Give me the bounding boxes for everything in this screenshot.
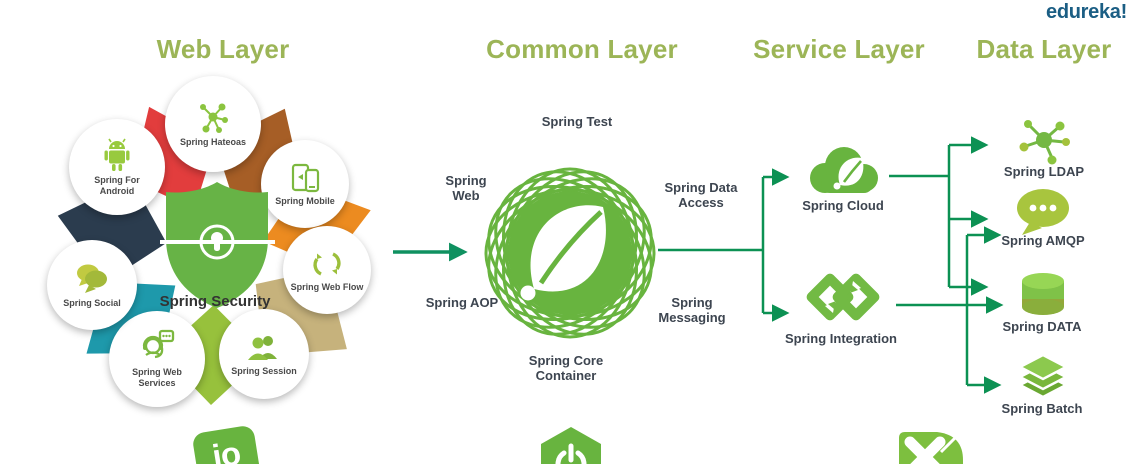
label-spring-cloud: Spring Cloud [802, 198, 884, 213]
node-spring-web-flow: Spring Web Flow [283, 226, 371, 314]
node-label: Spring For Android [94, 175, 140, 196]
spring-io-label: io [209, 434, 243, 464]
node-label: Spring Web Flow [290, 281, 364, 292]
label-spring-data: Spring DATA [1002, 319, 1082, 334]
service-connectors [658, 168, 790, 322]
label-spring-amqp: Spring AMQP [1001, 233, 1085, 248]
spring-xd-icon [899, 430, 963, 464]
header-web-layer: Web Layer [156, 34, 290, 64]
people-icon [246, 332, 282, 364]
node-spring-session: Spring Session [219, 309, 309, 399]
spring-security-label: Spring Security [159, 293, 271, 310]
node-spring-hateoas: Spring Hateoas [165, 76, 261, 172]
speech-bubble-icon [1017, 189, 1069, 235]
label-spring-data-access: Spring Data Access [664, 180, 738, 211]
cloud-leaf-icon [810, 147, 878, 193]
node-spring-social: Spring Social [47, 240, 137, 330]
label-spring-core-container: Spring Core Container [528, 353, 604, 384]
label-spring-integration: Spring Integration [785, 331, 897, 346]
android-icon [99, 137, 135, 173]
label-spring-batch: Spring Batch [1001, 401, 1083, 416]
headset-agent-icon [138, 329, 176, 365]
label-spring-test: Spring Test [541, 114, 613, 129]
label-spring-ldap: Spring LDAP [1003, 164, 1085, 179]
header-data-layer: Data Layer [976, 34, 1112, 64]
database-cylinder-icon [1022, 273, 1064, 315]
layered-stack-icon [1017, 353, 1069, 399]
spring-leaf-logo [484, 167, 656, 339]
node-spring-mobile: Spring Mobile [261, 140, 349, 228]
hub-network-icon [1019, 120, 1070, 165]
node-spring-for-android: Spring For Android [69, 119, 165, 215]
chat-bubbles-icon [74, 262, 110, 296]
node-label: Spring Hateoas [179, 136, 246, 147]
node-spring-web-services: Spring Web Services [109, 311, 205, 407]
header-common-layer: Common Layer [486, 34, 678, 64]
node-label: Spring Mobile [275, 195, 335, 206]
molecule-icon [195, 101, 231, 135]
label-spring-messaging: Spring Messaging [658, 295, 726, 326]
mobile-devices-icon [288, 162, 322, 194]
shield-lock-icon [160, 182, 275, 308]
label-spring-aop: Spring AOP [425, 295, 499, 310]
node-label: Spring Web Services [132, 367, 182, 388]
interlocking-arrows-icon [806, 273, 880, 321]
spring-boot-icon [541, 427, 601, 464]
node-label: Spring Session [231, 365, 297, 376]
cycle-arrows-icon [310, 248, 344, 280]
data-connectors [889, 136, 1004, 394]
header-service-layer: Service Layer [753, 34, 925, 64]
label-spring-web: Spring Web [445, 173, 487, 204]
edureka-logo: edureka! [1046, 1, 1127, 23]
node-label: Spring Social [63, 297, 121, 308]
